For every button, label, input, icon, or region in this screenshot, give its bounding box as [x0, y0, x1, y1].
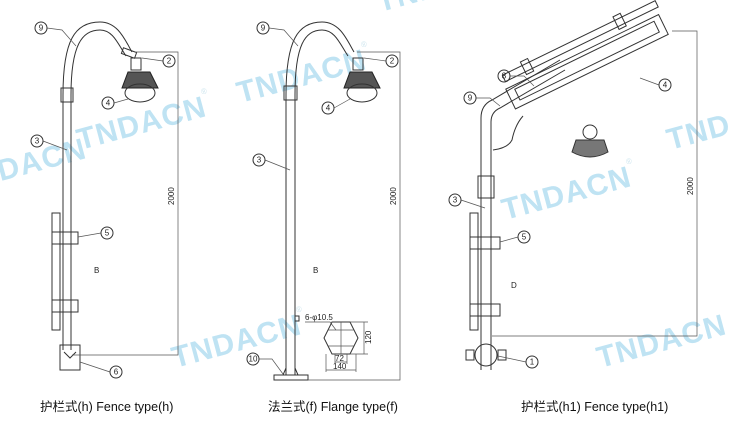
- svg-text:B: B: [313, 266, 318, 275]
- svg-text:®: ®: [625, 156, 633, 166]
- svg-text:5: 5: [105, 229, 110, 238]
- watermark: TNDACN: [0, 133, 90, 199]
- svg-text:®: ®: [295, 304, 303, 314]
- svg-text:D: D: [511, 281, 517, 290]
- svg-text:3: 3: [35, 137, 40, 146]
- svg-text:10: 10: [249, 355, 258, 364]
- watermark: TNDACN: [373, 0, 510, 19]
- svg-text:6-φ10.5: 6-φ10.5: [305, 313, 333, 322]
- caption-fence-h: 护栏式(h) Fence type(h): [40, 399, 173, 414]
- watermark: TNDACN: [593, 309, 730, 375]
- svg-text:9: 9: [261, 24, 266, 33]
- watermark: TNDACN: [663, 91, 730, 157]
- svg-text:6: 6: [114, 368, 119, 377]
- svg-text:4: 4: [663, 81, 668, 90]
- svg-text:5: 5: [522, 233, 527, 242]
- svg-text:3: 3: [453, 196, 458, 205]
- caption-flange-f: 法兰式(f) Flange type(f): [268, 400, 398, 414]
- svg-text:140: 140: [333, 362, 347, 371]
- watermark: TNDACN: [498, 161, 635, 227]
- watermark: TNDACN: [73, 91, 210, 157]
- svg-text:2: 2: [390, 57, 395, 66]
- figure-flange-f: 2000 B 6-φ10.5 120 72 140 9 2 4 3 10: [246, 21, 401, 381]
- svg-text:2000: 2000: [686, 177, 695, 195]
- watermark: TNDACN: [168, 309, 305, 375]
- svg-text:B: B: [94, 266, 99, 275]
- caption-fence-h1: 护栏式(h1) Fence type(h1): [521, 399, 668, 414]
- svg-text:4: 4: [326, 104, 331, 113]
- svg-text:2000: 2000: [389, 187, 398, 205]
- figure-fence-h1: 2000 D 8 9 4 3 5 1: [448, 0, 698, 370]
- svg-text:4: 4: [106, 99, 111, 108]
- svg-text:2000: 2000: [167, 187, 176, 205]
- watermarks: TNDACN® TNDACN® TNDACN TNDACN® TNDACN® T…: [0, 0, 730, 375]
- svg-text:8: 8: [502, 72, 507, 81]
- svg-text:1: 1: [530, 358, 535, 367]
- figure-fence-h: 2000 B 9 2 4 3 5 6: [30, 21, 179, 379]
- svg-text:2: 2: [167, 57, 172, 66]
- svg-text:72: 72: [335, 354, 344, 363]
- svg-text:®: ®: [200, 86, 208, 96]
- svg-text:9: 9: [468, 94, 473, 103]
- svg-text:3: 3: [257, 156, 262, 165]
- svg-text:9: 9: [39, 24, 44, 33]
- svg-text:120: 120: [364, 330, 373, 344]
- svg-text:®: ®: [360, 39, 368, 49]
